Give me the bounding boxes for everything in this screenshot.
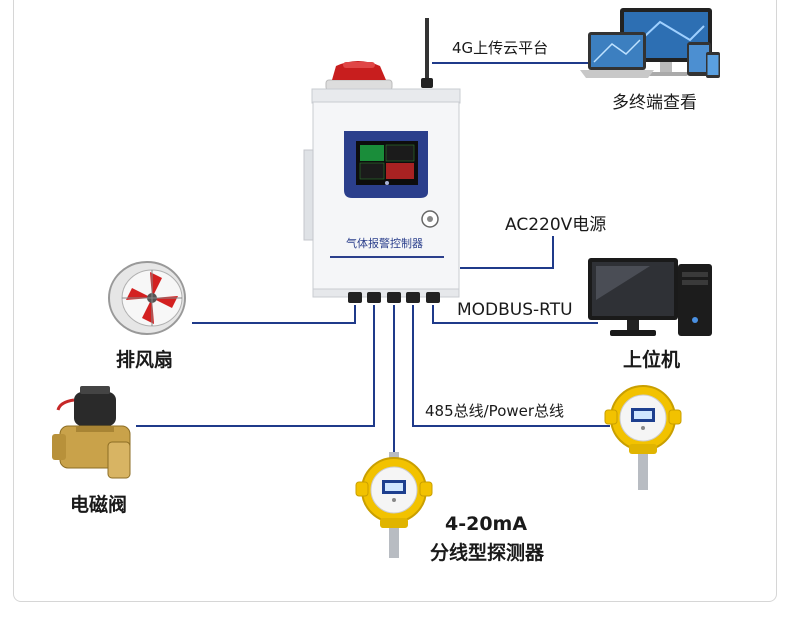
fan-icon (108, 261, 186, 335)
analog-detector-label-line2: 分线型探测器 (430, 542, 545, 564)
wire-bus (412, 305, 610, 427)
wire-modbus (432, 305, 598, 324)
wires (136, 62, 610, 455)
multi-terminal-devices (580, 8, 720, 78)
pc-tower-icon (678, 264, 712, 336)
multi-terminal-label: 多终端查看 (612, 93, 697, 113)
gas-detector-icon (355, 452, 433, 558)
laptop-icon (580, 32, 654, 78)
valve-label: 电磁阀 (70, 494, 128, 516)
power-label: AC220V电源 (505, 215, 607, 235)
controller-panel-label: 气体报警控制器 (346, 237, 423, 250)
phone-icon (706, 52, 720, 78)
wire-valve (136, 305, 375, 427)
cable-glands (348, 292, 440, 303)
cloud-label: 4G上传云平台 (452, 39, 549, 57)
host-computer (588, 258, 712, 336)
antenna-icon (421, 18, 433, 88)
host-label: 上位机 (623, 349, 681, 371)
bus-label: 485总线/Power总线 (425, 402, 565, 420)
modbus-label: MODBUS-RTU (457, 300, 573, 320)
gas-detector-icon (604, 385, 682, 490)
wire-fan (192, 305, 356, 324)
controller-cabinet (303, 18, 461, 303)
tablet-icon (687, 42, 711, 76)
monitor-icon (588, 258, 678, 336)
analog-detector-label-line1: 4-20mA (445, 513, 528, 535)
fan-label: 排风扇 (116, 349, 174, 371)
alarm-light-icon (325, 61, 393, 91)
solenoid-valve-icon (52, 386, 131, 479)
wire-power (460, 236, 554, 269)
